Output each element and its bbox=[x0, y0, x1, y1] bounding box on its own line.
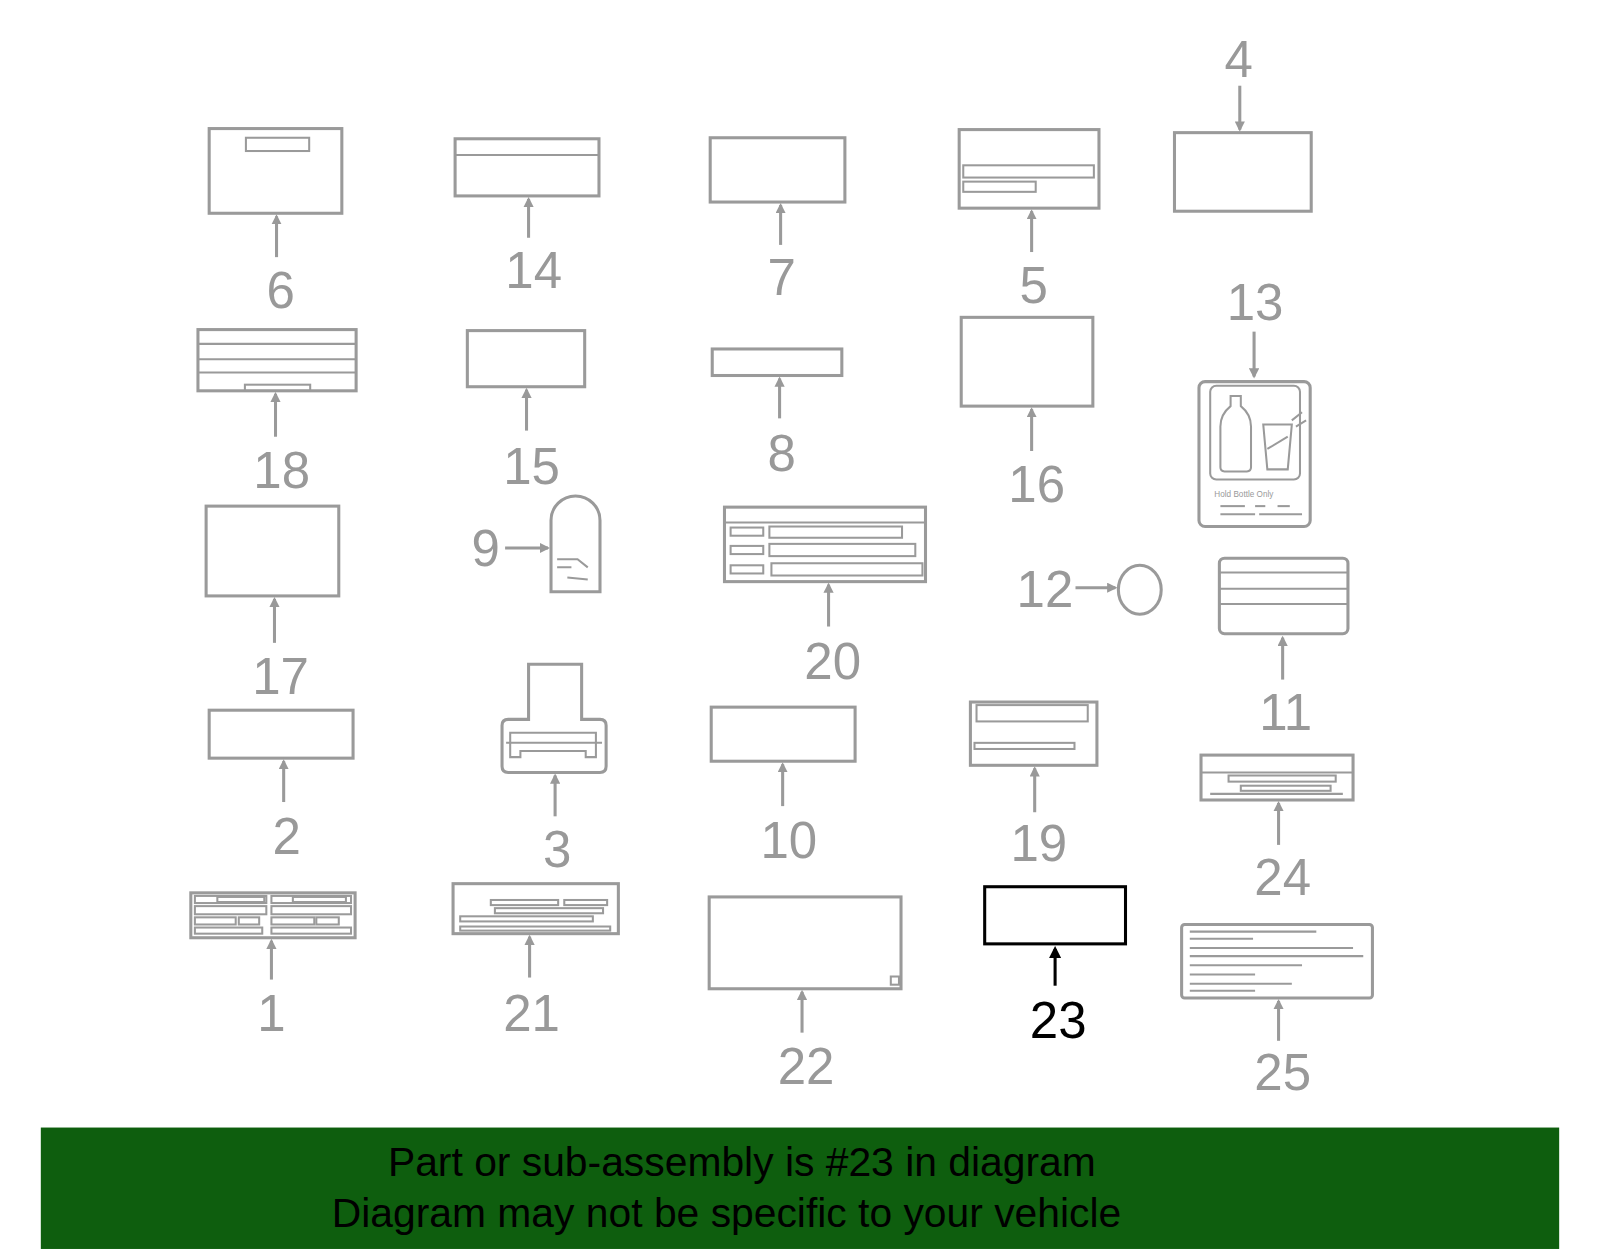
callout-number: 13 bbox=[1227, 278, 1284, 329]
callout-number: 24 bbox=[1254, 852, 1311, 903]
callout-number: 12 bbox=[1017, 564, 1074, 615]
callout-number: 17 bbox=[252, 651, 309, 702]
callout-number: 25 bbox=[1254, 1047, 1311, 1098]
callout-number: 4 bbox=[1225, 34, 1253, 85]
callout-number: 2 bbox=[273, 811, 301, 862]
callout-number: 11 bbox=[1259, 687, 1312, 738]
callout-number: 1 bbox=[257, 988, 285, 1039]
callout-number: 9 bbox=[472, 523, 500, 574]
callout-number: 18 bbox=[253, 445, 310, 496]
highlighted-label bbox=[985, 887, 1126, 944]
sticker-text: Hold Bottle Only bbox=[1214, 491, 1273, 499]
callout-number: 19 bbox=[1010, 818, 1067, 869]
callout-number: 8 bbox=[767, 429, 795, 480]
callout-number: 7 bbox=[767, 252, 795, 303]
callout-number: 22 bbox=[778, 1041, 835, 1092]
info-text: Part or sub-assembly is #23 in diagram bbox=[388, 1141, 1096, 1182]
callout-number: 20 bbox=[804, 636, 861, 687]
callout-number: 3 bbox=[543, 824, 571, 875]
callout-number: 10 bbox=[760, 815, 817, 866]
callout-number: 5 bbox=[1019, 260, 1047, 311]
callout-number: 14 bbox=[505, 245, 562, 296]
callout-number: 6 bbox=[266, 265, 294, 316]
callout-number: 21 bbox=[503, 988, 560, 1039]
info-band bbox=[41, 1128, 1559, 1249]
callout-number: 15 bbox=[503, 441, 560, 492]
info-text: Diagram may not be specific to your vehi… bbox=[332, 1192, 1121, 1233]
callout-number: 16 bbox=[1008, 459, 1065, 510]
callout-number: 23 bbox=[1030, 995, 1087, 1046]
leader-arrows bbox=[271, 86, 1282, 1041]
